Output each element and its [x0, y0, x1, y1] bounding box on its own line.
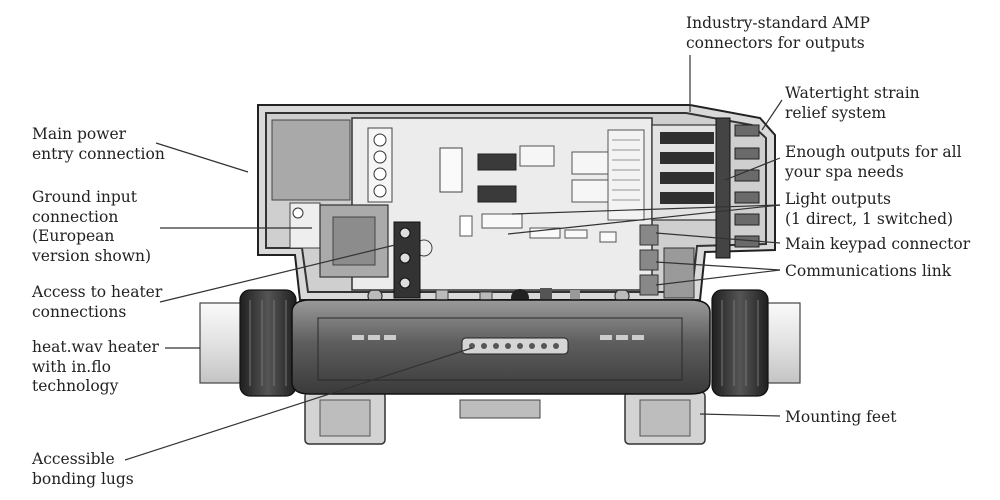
leader-bonding — [124, 347, 473, 461]
leader-heater-access — [159, 244, 396, 303]
label-bonding-lugs: Accessible bonding lugs — [32, 450, 134, 488]
leader-light-2 — [507, 204, 781, 235]
leader-comms-2 — [655, 269, 781, 286]
label-mounting-feet: Mounting feet — [785, 408, 897, 426]
mounting-feet — [304, 391, 706, 445]
leader-light-1 — [511, 204, 781, 215]
leader-main-power — [155, 142, 249, 173]
leader-feet — [699, 413, 781, 417]
leader-keypad — [655, 232, 781, 244]
label-light-outputs: Light outputs (1 direct, 1 switched) — [785, 190, 954, 228]
heater-pipes — [199, 289, 801, 397]
leader-outputs — [724, 157, 781, 181]
amp-connector-block — [639, 117, 760, 299]
label-main-power: Main power entry connection — [32, 125, 165, 163]
heater-body — [291, 299, 711, 395]
leader-strain — [761, 99, 783, 131]
label-outputs: Enough outputs for all your spa needs — [785, 143, 962, 181]
leader-comms-1 — [655, 261, 781, 271]
label-keypad-connector: Main keypad connector — [785, 235, 971, 253]
leader-lines — [124, 55, 783, 461]
heater-terminals — [393, 221, 421, 299]
ground-block — [289, 202, 389, 278]
label-heater: heat.wav heater with in.flo technology — [32, 338, 159, 395]
label-communications-link: Communications link — [785, 262, 952, 280]
label-heater-access: Access to heater connections — [32, 283, 163, 321]
label-strain-relief: Watertight strain relief system — [785, 84, 920, 122]
label-ground-input: Ground input connection (European versio… — [32, 188, 152, 265]
label-amp-connectors: Industry-standard AMP connectors for out… — [686, 14, 870, 52]
